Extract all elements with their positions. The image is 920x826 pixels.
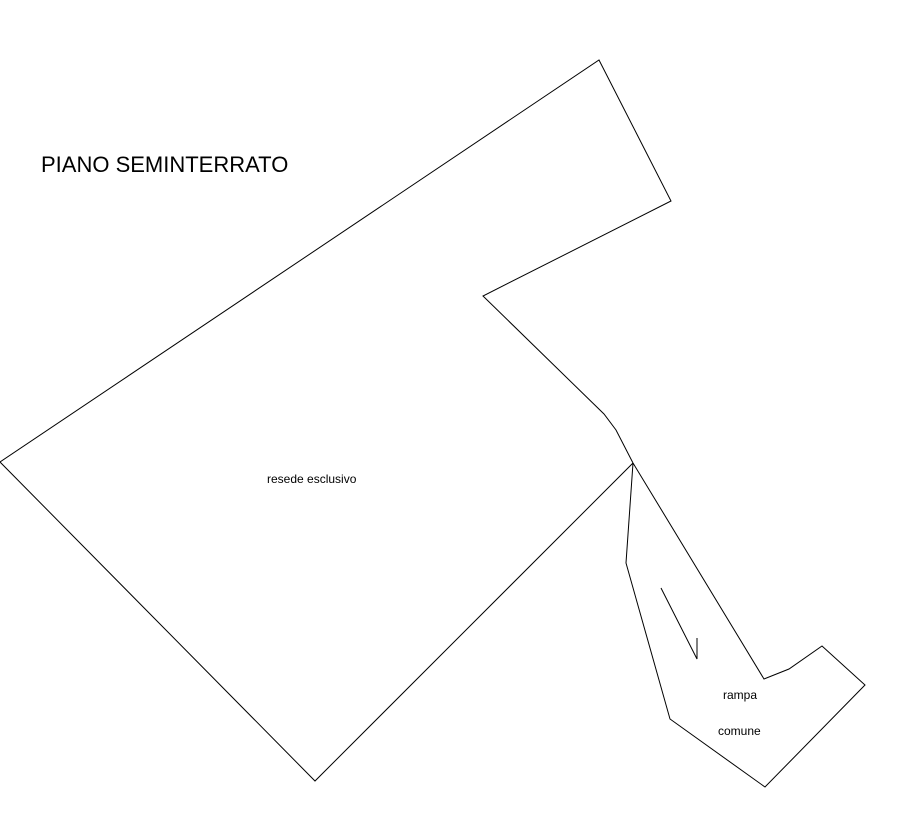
shared-ramp-outline — [625, 462, 866, 788]
shared-ramp-label-line1: rampa — [723, 688, 757, 702]
drawing-title: PIANO SEMINTERRATO — [41, 152, 288, 177]
exclusive-yard-label: resede esclusivo — [267, 472, 357, 486]
ramp-interior-line — [660, 587, 698, 660]
shared-ramp-label-line2: comune — [718, 724, 761, 738]
exclusive-yard-outline — [0, 59, 672, 782]
